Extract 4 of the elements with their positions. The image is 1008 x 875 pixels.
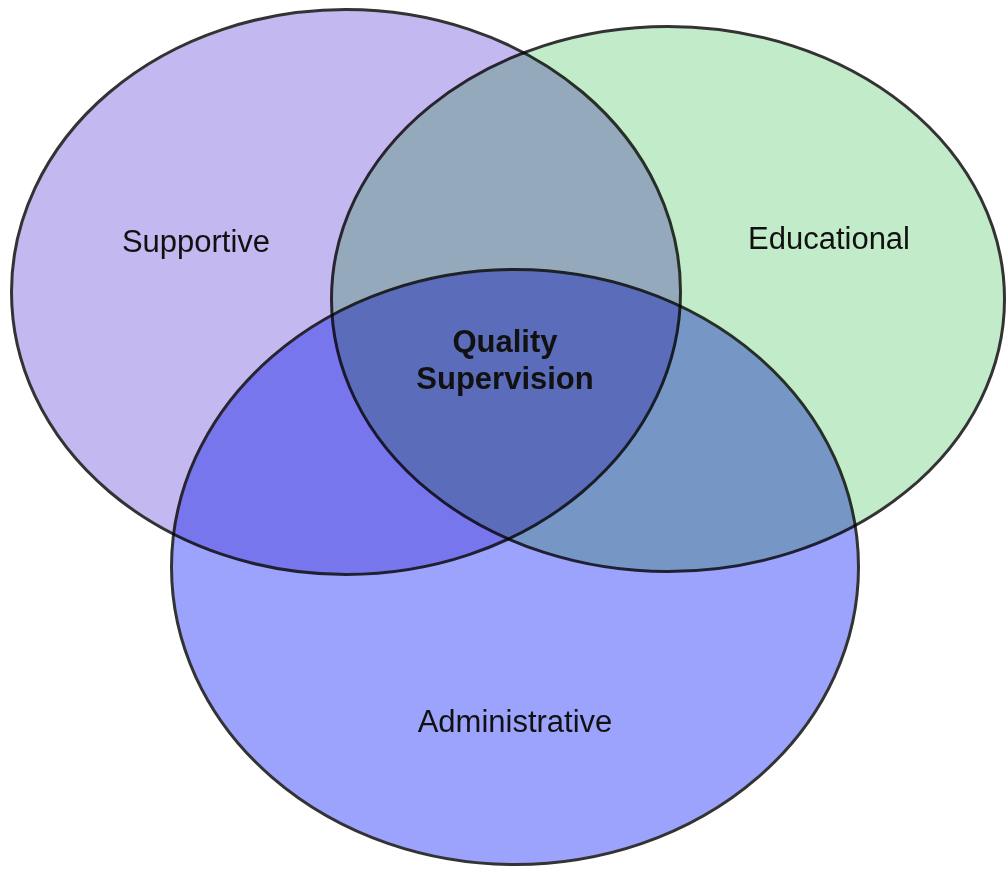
circle-label: Administrative (417, 704, 613, 740)
circle-label: Educational (748, 221, 910, 257)
circle-label: Supportive (121, 224, 271, 260)
overlap-label: Quality Supervision (415, 322, 595, 398)
